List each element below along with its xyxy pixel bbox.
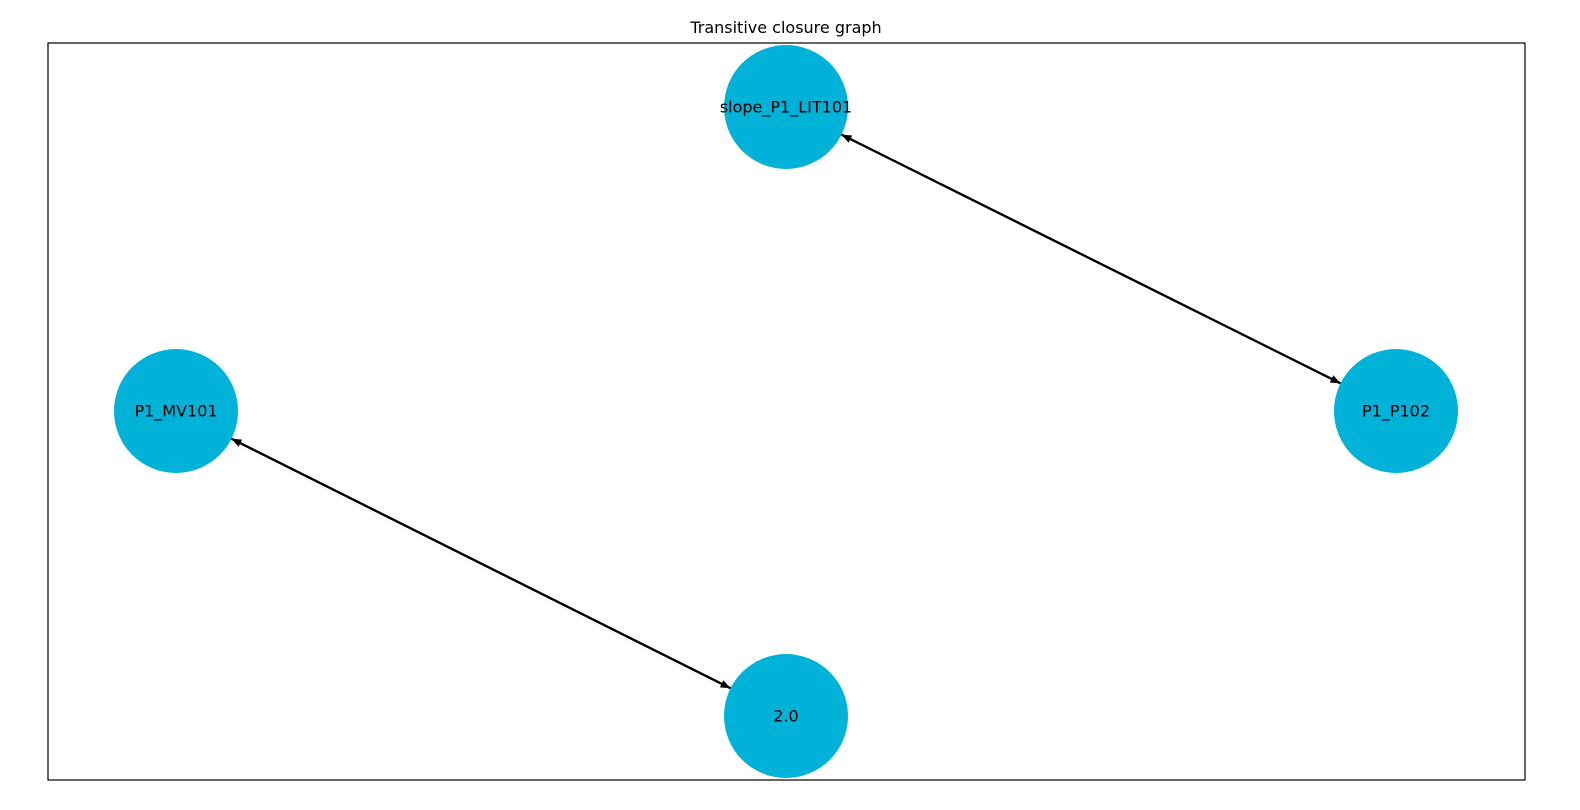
edges-layer: [230, 133, 1341, 690]
node-label: P1_P102: [1362, 402, 1430, 422]
node-circle: [724, 654, 848, 778]
node-label: P1_MV101: [134, 402, 217, 422]
graph-title: Transitive closure graph: [690, 18, 882, 37]
node-slope-p1-lit101: slope_P1_LIT101: [720, 45, 852, 169]
node-2-0: 2.0: [724, 654, 848, 778]
node-circle: [724, 45, 848, 169]
node-circle: [1334, 349, 1458, 473]
node-p1-p102: P1_P102: [1334, 349, 1458, 473]
edge-p1-p102-to-slope-p1-lit101: [841, 133, 1341, 385]
node-circle: [114, 349, 238, 473]
node-label: slope_P1_LIT101: [720, 98, 852, 118]
edge-2-0-to-p1-mv101: [230, 437, 732, 690]
node-p1-mv101: P1_MV101: [114, 349, 238, 473]
node-label: 2.0: [773, 707, 798, 726]
plot-frame: [47, 42, 1526, 781]
